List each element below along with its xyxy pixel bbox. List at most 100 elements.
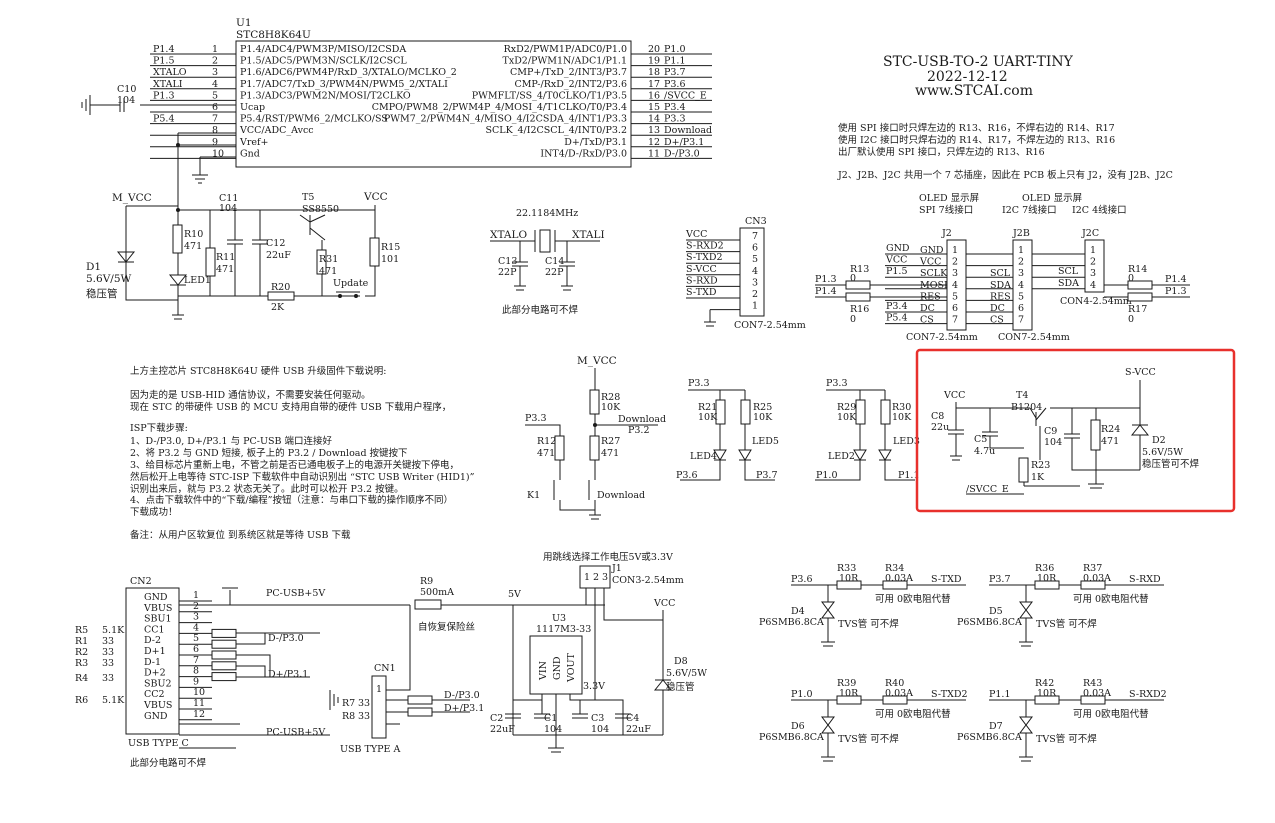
- cn2-res-value-2: 33: [102, 647, 114, 658]
- r30: [880, 399, 891, 425]
- cn2-pinnum-8: 8: [193, 666, 199, 677]
- p37-led: P3.7: [756, 470, 778, 481]
- r8-ref: R8: [342, 711, 355, 722]
- j2-part: CON7-2.54mm: [906, 332, 978, 343]
- u1-pinnum-7: 7: [212, 114, 218, 125]
- r9: [414, 599, 442, 610]
- c14-ref: C14: [545, 256, 564, 267]
- c14-value: 22P: [545, 267, 564, 278]
- vcc-label: VCC: [363, 191, 388, 203]
- cap-value-1: 104: [544, 724, 562, 735]
- crystal-freq: 22.1184MHz: [516, 208, 578, 219]
- cn3-ref: CN3: [745, 216, 767, 227]
- tvs-port-3: P1.1: [989, 689, 1011, 700]
- c13-value: 22P: [498, 267, 517, 278]
- note-default: 出厂默认使用 SPI 接口，只焊左边的 R13、R16: [838, 146, 1045, 158]
- u1-rightnet-4: /SVCC_E: [664, 90, 707, 101]
- u1-leftnet-4: P1.3: [153, 90, 175, 101]
- u1-pinnum-16: 16: [648, 90, 660, 101]
- r25-ref: R25: [753, 402, 772, 413]
- j2-signal-2: SCLK: [920, 268, 948, 279]
- led-group-left: P3.3 R21 10K R25 10K LED4 LED5 P3.6 P3.7: [676, 378, 779, 481]
- j2c-ref: J2C: [1081, 228, 1099, 239]
- tvs-port-0: P3.6: [791, 574, 813, 585]
- j2b-signal-6: CS: [990, 315, 1004, 326]
- usbc-dplus: D+/P3.1: [268, 669, 308, 680]
- cap-ref-2: C3: [591, 713, 604, 724]
- p10-led: P1.0: [816, 470, 838, 481]
- tvs-net-3: S-RXD2: [1129, 689, 1167, 700]
- u1-pin-5: P1.3/ADC3/PWM2N/MOSI/T2CLKO: [240, 90, 411, 101]
- u1-leftnet-1: P1.5: [153, 56, 175, 67]
- u1-pin-17: CMP-/RxD_2/INT2/P3.6: [514, 79, 627, 90]
- u1-pinnum-4: 4: [212, 79, 218, 90]
- r30-value: 10K: [892, 412, 912, 423]
- u1-pinnum-13: 13: [648, 125, 660, 136]
- cn2-res-ref-5: R6: [75, 695, 88, 706]
- desc-line-4: 1、D-/P3.0, D+/P3.1 与 PC-USB 端口连接好: [130, 435, 332, 447]
- cn2-ref: CN2: [130, 576, 152, 587]
- r10-ref: R10: [184, 229, 203, 240]
- tvs-r1-value-3: 10R: [1037, 688, 1057, 699]
- u1-pinnum-5: 5: [212, 90, 218, 101]
- cap-ref-3: C4: [626, 713, 639, 724]
- cn1-ref: CN1: [374, 663, 396, 674]
- u1-pinnum-8: 8: [212, 125, 218, 136]
- r15: [369, 237, 380, 267]
- cn3-net-0: VCC: [685, 229, 707, 240]
- oled-i2c4-sub: I2C 4线接口: [1072, 204, 1127, 216]
- r14-ref: R14: [1128, 264, 1147, 275]
- u1-rightnet-2: P3.7: [664, 67, 686, 78]
- c10-value: 104: [117, 95, 135, 106]
- tvs-r2-value-3: 0.03A: [1083, 688, 1111, 699]
- cn1-pin1: 1: [376, 684, 382, 695]
- r12-value: 471: [537, 448, 555, 459]
- cap-value-0: 22uF: [490, 724, 515, 735]
- k1-ref: K1: [527, 490, 540, 501]
- tvs-d-ref-0: D4: [791, 606, 805, 617]
- cn3-pinnum-7: 7: [752, 231, 758, 242]
- j1-pin2: 2: [593, 572, 599, 583]
- cap-value-3: 22uF: [626, 724, 651, 735]
- p33-led45: P3.3: [688, 378, 710, 389]
- j2-pinnum-5: 5: [952, 291, 958, 302]
- u1-pin-18: CMP+/TxD_2/INT3/P3.7: [510, 67, 627, 78]
- svcc-net: S-VCC: [1125, 367, 1156, 378]
- j2-leftnet-0: GND: [886, 243, 910, 254]
- u1-rightnet-8: D+/P3.1: [664, 137, 704, 148]
- u1-rightnet-5: P3.4: [664, 102, 686, 113]
- u1-pin-12: D+/TxD/P3.1: [564, 137, 627, 148]
- tvs-r1-value-2: 10R: [839, 688, 859, 699]
- cn2-res-ref-4: R4: [75, 673, 88, 684]
- u1-pin-9: Vref+: [239, 137, 269, 148]
- tvs-r2-2: [882, 695, 908, 705]
- u1-pinnum-14: 14: [648, 114, 660, 125]
- u1-left-pins: P1.4/ADC4/PWM3P/MISO/I2CSDA1P1.4P1.5/ADC…: [150, 44, 457, 159]
- note-spi: 使用 SPI 接口时只焊左边的 R13、R16，不焊右边的 R14、R17: [838, 122, 1115, 134]
- j1-pin1: 1: [584, 572, 590, 583]
- j2b-ref: J2B: [1012, 228, 1030, 239]
- j1-part: CON3-2.54mm: [612, 575, 684, 586]
- vcc-svcc: VCC: [943, 390, 965, 401]
- u1-pin-11: INT4/D-/RxD/P3.0: [540, 148, 627, 159]
- tvs-r1-value-1: 10R: [1037, 573, 1057, 584]
- j2-leftnet-1: VCC: [885, 255, 907, 266]
- tvs-note-1: TVS管 可不焊: [1036, 618, 1097, 630]
- usbc-dminus: D-/P3.0: [268, 633, 304, 644]
- d1-desc: 稳压管: [86, 287, 118, 300]
- d1-ref: D1: [86, 261, 101, 273]
- j2-pinnum-1: 1: [952, 245, 958, 256]
- cn2-pinnum-11: 11: [193, 698, 205, 709]
- d8-ref: D8: [674, 656, 688, 667]
- tvs-r1-ref-2: R39: [837, 678, 856, 689]
- u1-left-wiring: C10 104: [81, 84, 236, 250]
- t5-ref: T5: [302, 192, 314, 203]
- u1-pinnum-11: 11: [648, 148, 660, 159]
- u3-vin: VIN: [538, 661, 549, 681]
- r16-value: 0: [850, 314, 856, 325]
- u1-pinnum-19: 19: [648, 56, 660, 67]
- u3-body: [529, 635, 583, 695]
